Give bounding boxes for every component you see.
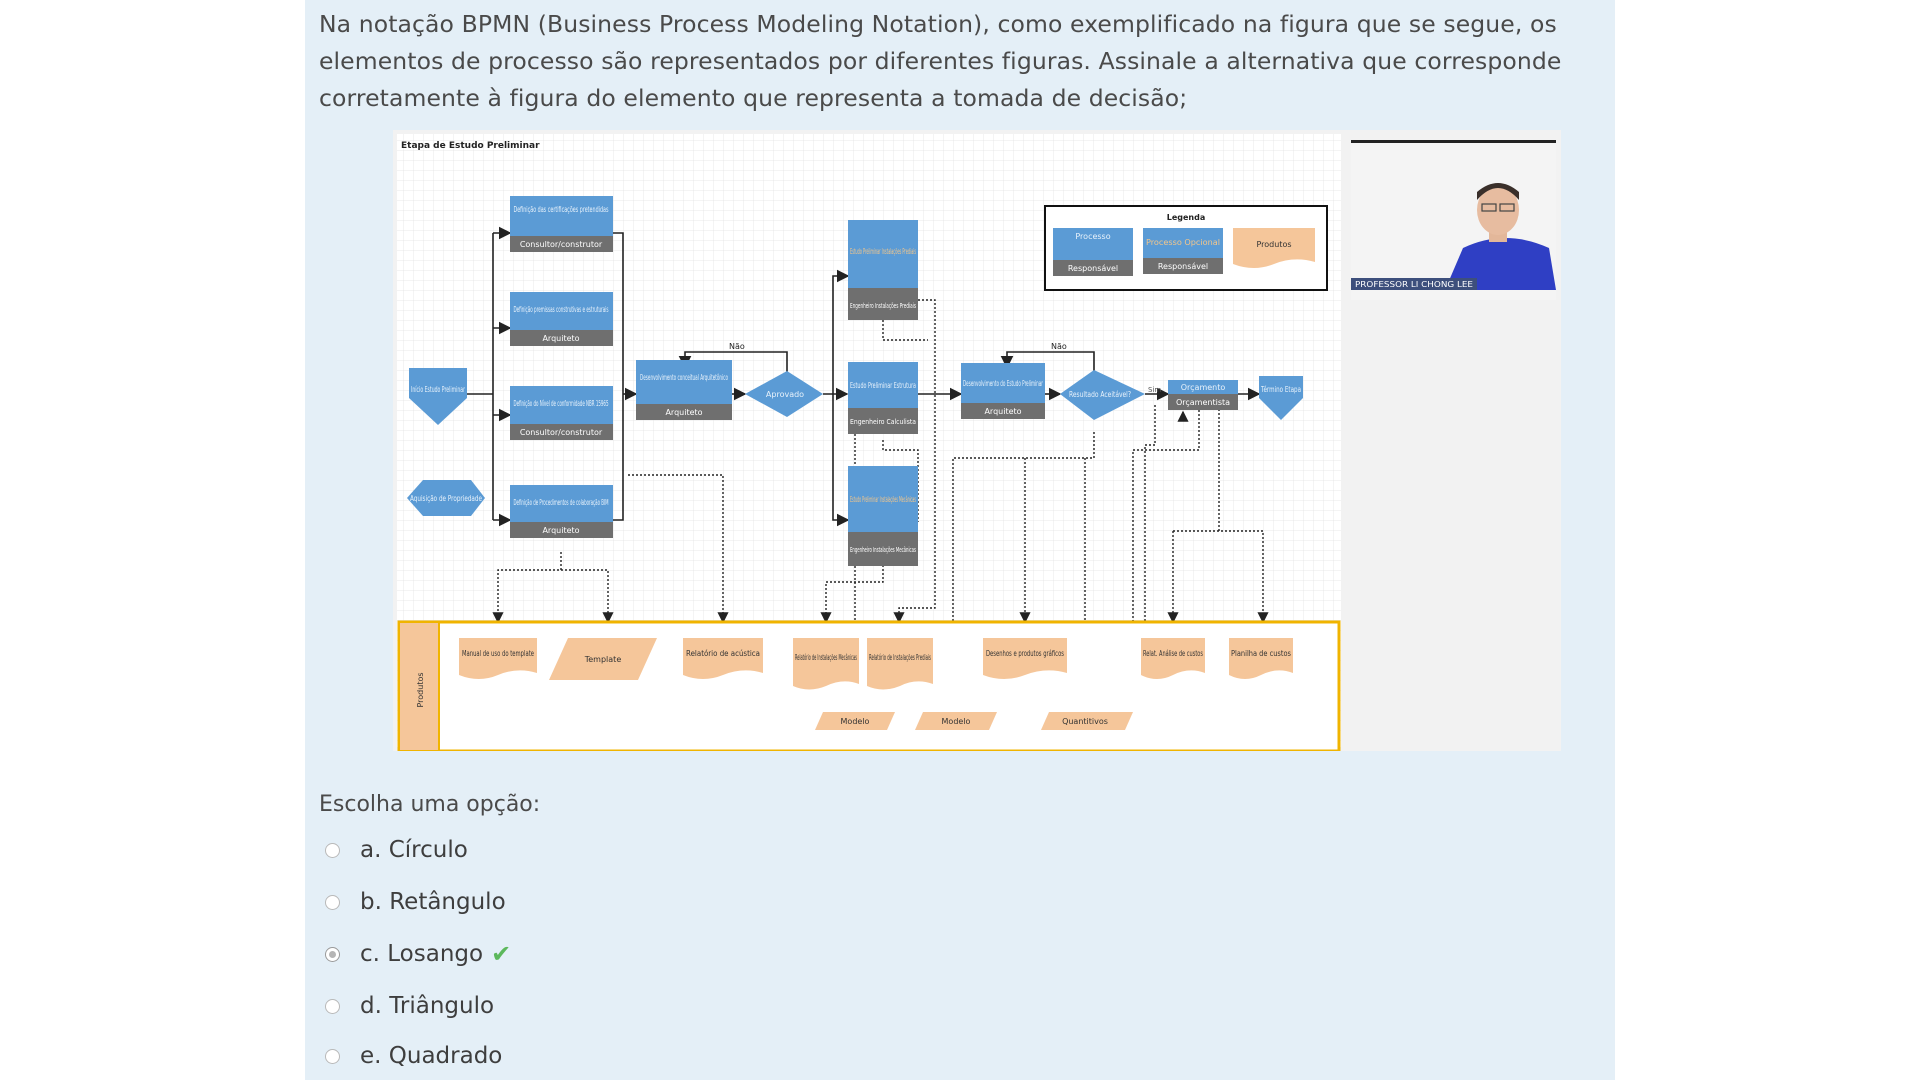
- option-a-radio[interactable]: [325, 842, 340, 858]
- correct-check-icon: ✔: [491, 940, 512, 968]
- option-a-label: a. Círculo: [360, 837, 468, 863]
- task-premissas: Definição premissas construtivas e estru…: [510, 292, 613, 346]
- task-role: Arquiteto: [665, 408, 702, 417]
- svg-text:Modelo: Modelo: [841, 717, 870, 726]
- option-e[interactable]: e. Quadrado: [325, 1036, 502, 1076]
- product-mecanicas: Relatório de Instalações Mecânicas: [793, 638, 859, 690]
- svg-text:Processo Opcional: Processo Opcional: [1146, 238, 1220, 247]
- option-c-radio-selected[interactable]: [325, 946, 340, 962]
- label-nao-2: Não: [1051, 342, 1067, 351]
- svg-text:Responsável: Responsável: [1158, 262, 1208, 271]
- task-title: Estudo Preliminar Instalações Mecânicas: [850, 495, 916, 504]
- task-role: Arquiteto: [984, 407, 1021, 416]
- task-role: Consultor/construtor: [520, 240, 603, 249]
- svg-text:Relatório de Instalações Mecân: Relatório de Instalações Mecânicas: [795, 653, 857, 662]
- product-quantitivos: Quantitivos: [1041, 712, 1133, 730]
- task-role: Engenheiro Instalações Prediais: [850, 302, 916, 310]
- acquisition-hexagon: Aquisição de Propriedade: [407, 480, 485, 516]
- video-thumbnail: PROFESSOR LI CHONG LEE: [1351, 140, 1556, 300]
- option-c[interactable]: c. Losango ✔: [325, 934, 511, 974]
- task-role: Engenheiro Calculista: [850, 418, 916, 426]
- option-b-label: b. Retângulo: [360, 889, 506, 915]
- choose-prompt: Escolha uma opção:: [319, 792, 541, 817]
- svg-text:Manual de uso do template: Manual de uso do template: [462, 649, 534, 658]
- option-b-radio[interactable]: [325, 894, 340, 910]
- svg-text:Desenhos e produtos gráficos: Desenhos e produtos gráficos: [986, 649, 1064, 658]
- svg-text:Resultado Aceitável?: Resultado Aceitável?: [1069, 390, 1131, 399]
- svg-text:Responsável: Responsável: [1068, 264, 1118, 273]
- task-nivel: Definição do Nível de conformidade NBR 1…: [510, 386, 613, 440]
- task-title: Estudo Preliminar Instalações Prediais: [850, 247, 916, 256]
- option-d-label: d. Triângulo: [360, 993, 495, 1019]
- option-d-radio[interactable]: [325, 998, 340, 1014]
- svg-text:Aquisição de Propriedade: Aquisição de Propriedade: [410, 494, 482, 503]
- product-template: Template: [549, 638, 657, 680]
- task-title: Definição premissas construtivas e estru…: [514, 305, 609, 314]
- task-title: Definição do Nível de conformidade NBR 1…: [514, 399, 609, 408]
- option-c-label: c. Losango: [360, 941, 484, 967]
- task-mecanicas: Estudo Preliminar Instalações Mecânicas …: [848, 466, 918, 566]
- label-nao-1: Não: [729, 342, 745, 351]
- svg-text:Produtos: Produtos: [1256, 240, 1291, 249]
- task-title: Definição das certificações pretendidas: [514, 205, 609, 214]
- task-title: Desenvolvimento conceitual Arquitetônico: [640, 372, 728, 382]
- product-modelo-2: Modelo: [915, 712, 997, 730]
- task-role: Arquiteto: [542, 334, 579, 343]
- product-planilha: Planilha de custos: [1229, 638, 1293, 679]
- option-d[interactable]: d. Triângulo: [325, 986, 494, 1026]
- question-text: Na notação BPMN (Business Process Modeli…: [319, 10, 1562, 112]
- task-orcamento: Orçamento Orçamentista: [1168, 380, 1238, 410]
- bpmn-diagram: Etapa de Estudo Preliminar: [397, 134, 1556, 751]
- gateway-aprovado: Aprovado: [745, 371, 823, 417]
- bpmn-figure: Etapa de Estudo Preliminar: [393, 130, 1561, 751]
- product-acustica: Relatório de acústica: [683, 638, 763, 679]
- svg-text:Planilha de custos: Planilha de custos: [1231, 649, 1291, 658]
- svg-text:Relat. Análise de custos: Relat. Análise de custos: [1143, 649, 1203, 658]
- video-caption: PROFESSOR LI CHONG LEE: [1355, 280, 1473, 289]
- svg-text:Modelo: Modelo: [942, 717, 971, 726]
- product-manual: Manual de uso do template: [459, 638, 537, 679]
- option-b[interactable]: b. Retângulo: [325, 882, 506, 922]
- svg-text:Processo: Processo: [1075, 232, 1110, 241]
- svg-text:Relatório de Instalações Predi: Relatório de Instalações Prediais: [869, 653, 931, 662]
- svg-text:Relatório de acústica: Relatório de acústica: [686, 648, 760, 658]
- task-estrutura: Estudo Preliminar Estrutura Engenheiro C…: [848, 362, 918, 434]
- gateway-resultado: Resultado Aceitável?: [1060, 370, 1145, 420]
- presenter-face: [1477, 185, 1519, 235]
- task-title: Orçamento: [1181, 383, 1226, 392]
- product-desenhos: Desenhos e produtos gráficos: [983, 638, 1067, 679]
- product-prediais: Relatório de Instalações Prediais: [867, 638, 933, 690]
- start-event: Início Estudo Preliminar: [409, 368, 467, 425]
- task-certificacoes: Definição das certificações pretendidas …: [510, 196, 613, 252]
- option-a[interactable]: a. Círculo: [325, 830, 468, 870]
- task-conceitual: Desenvolvimento conceitual Arquitetônico…: [636, 360, 732, 420]
- task-title: Desenvolvimento do Estudo Preliminar: [963, 379, 1043, 388]
- task-procedimentos: Definição de Procedimentos de colaboraçã…: [510, 485, 613, 538]
- task-title: Definição de Procedimentos de colaboraçã…: [514, 498, 609, 507]
- svg-text:Aprovado: Aprovado: [766, 390, 804, 399]
- svg-text:Template: Template: [584, 655, 622, 664]
- end-event: Término Etapa: [1259, 376, 1303, 420]
- presenter-shirt: [1445, 238, 1556, 290]
- product-analise: Relat. Análise de custos: [1141, 638, 1205, 679]
- diagram-title: Etapa de Estudo Preliminar: [401, 141, 540, 151]
- svg-text:Quantitivos: Quantitivos: [1062, 717, 1108, 726]
- task-role: Orçamentista: [1176, 398, 1230, 407]
- task-prediais: Estudo Preliminar Instalações Prediais E…: [848, 220, 918, 320]
- task-role: Engenheiro Instalações Mecânicas: [850, 546, 916, 554]
- task-role: Arquiteto: [542, 526, 579, 535]
- question-panel: Na notação BPMN (Business Process Modeli…: [305, 0, 1615, 1080]
- option-e-radio[interactable]: [325, 1048, 340, 1064]
- svg-text:Legenda: Legenda: [1167, 213, 1206, 222]
- task-role: Consultor/construtor: [520, 428, 603, 437]
- product-modelo-1: Modelo: [815, 712, 895, 730]
- svg-text:Término Etapa: Término Etapa: [1260, 385, 1301, 394]
- products-lane-label: Produtos: [416, 672, 425, 707]
- task-title: Estudo Preliminar Estrutura: [850, 381, 916, 390]
- svg-text:Início Estudo Preliminar: Início Estudo Preliminar: [411, 385, 465, 394]
- task-estudo: Desenvolvimento do Estudo Preliminar Arq…: [961, 363, 1045, 419]
- option-e-label: e. Quadrado: [360, 1043, 503, 1069]
- legend: Legenda Processo Responsável Processo Op…: [1044, 205, 1328, 291]
- label-sim: Sim: [1148, 386, 1161, 394]
